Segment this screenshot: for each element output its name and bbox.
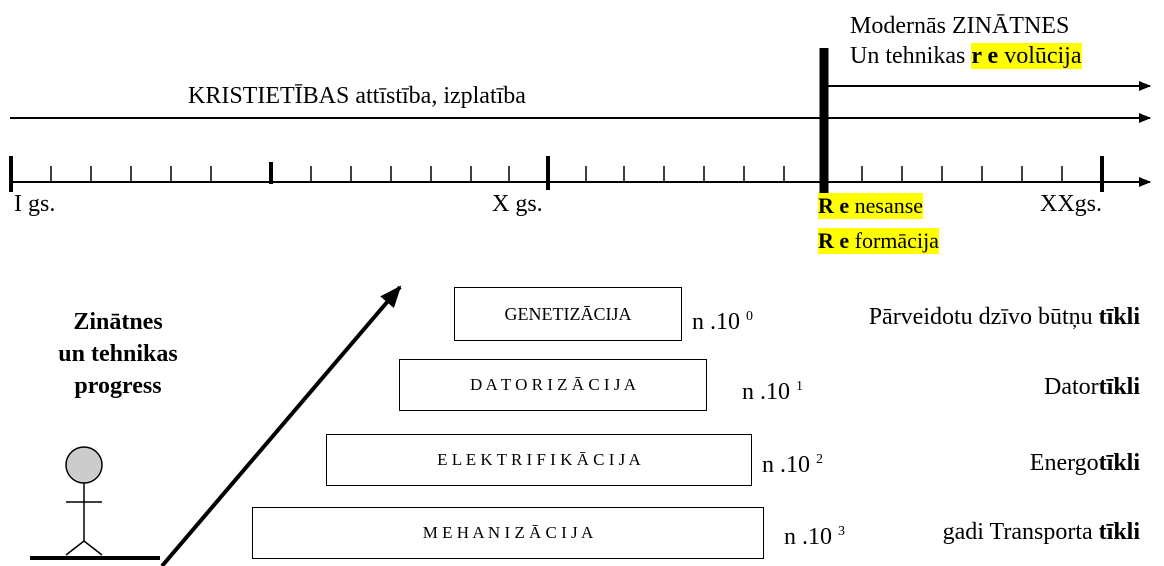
genetization-order-base: n .10	[692, 309, 740, 335]
reformation-label: R e formācija	[818, 228, 939, 254]
modern-science-title-line2: Un tehnikas r e volūcija	[850, 42, 1082, 70]
person-figure	[65, 446, 103, 556]
christianity-label: KRISTIETĪBAS attīstība, izplatība	[188, 83, 526, 109]
progress-label-line1: Zinātnes	[73, 309, 163, 335]
progress-label-line2: un tehnikas	[58, 341, 178, 367]
computerization-order-base: n .10	[742, 379, 790, 405]
revolution-prefix: r e	[971, 43, 999, 69]
electrification-order: n .10 2	[762, 446, 823, 479]
genetization-order: n .10 0	[692, 303, 753, 336]
electrification-box: E L E K T R I F I K Ā C I J A	[326, 434, 752, 486]
progress-label-line3: progress	[74, 373, 162, 399]
genetization-box: GENETIZĀCIJA	[454, 287, 682, 341]
electrification-note-prefix: Energo	[1029, 450, 1099, 476]
computerization-note-bold: tīkli	[1098, 374, 1140, 400]
mechanization-note-prefix: gadi Transporta	[942, 519, 1099, 545]
revolution-rest: volūcija	[998, 43, 1082, 69]
computerization-box-label: D A T O R I Z Ā C I J A	[469, 375, 637, 394]
reformation-rest: formācija	[849, 228, 939, 253]
genetization-box-label: GENETIZĀCIJA	[504, 303, 632, 324]
computerization-note: Datortīkli	[1044, 373, 1140, 401]
revolution-highlight: r e volūcija	[971, 43, 1082, 69]
timeline-label-20th-century: XXgs.	[1040, 191, 1103, 217]
timeline-label-10th-century: X gs.	[492, 191, 543, 217]
mechanization-order-base: n .10	[784, 524, 832, 550]
reformation-prefix: R e	[818, 228, 850, 253]
electrification-box-label: E L E K T R I F I K Ā C I J A	[437, 450, 641, 469]
electrification-note: Energotīkli	[1030, 449, 1140, 477]
progress-label: Zinātnes un tehnikas progress	[58, 306, 177, 402]
mechanization-order-exp: 3	[838, 524, 845, 539]
genetization-order-exp: 0	[746, 309, 753, 324]
genetization-note-prefix: Pārveidotu dzīvo būtņu	[868, 304, 1099, 330]
renaissance-prefix: R e	[818, 193, 850, 218]
computerization-order-exp: 1	[796, 379, 803, 394]
electrification-note-bold: tīkli	[1098, 450, 1140, 476]
renaissance-label: R e nesanse	[818, 193, 924, 219]
electrification-order-exp: 2	[816, 452, 823, 467]
mechanization-note-bold: tīkli	[1098, 519, 1140, 545]
mechanization-box: M E H A N I Z Ā C I J A	[252, 507, 764, 559]
mechanization-order: n .10 3	[784, 518, 845, 551]
modern-title-prefix: Un tehnikas	[850, 43, 972, 69]
computerization-order: n .10 1	[742, 373, 803, 406]
timeline-label-1st-century: I gs.	[14, 191, 56, 217]
timeline-ticks	[50, 166, 1063, 182]
computerization-note-prefix: Dator	[1044, 374, 1099, 400]
mechanization-box-label: M E H A N I Z Ā C I J A	[422, 523, 594, 542]
genetization-note: Pārveidotu dzīvo būtņu tīkli	[869, 303, 1140, 331]
mechanization-note: gadi Transporta tīkli	[943, 518, 1140, 546]
computerization-box: D A T O R I Z Ā C I J A	[399, 359, 707, 411]
renaissance-rest: nesanse	[849, 193, 924, 218]
progress-arrow	[160, 285, 402, 566]
modern-science-title-line1: Modernās ZINĀTNES	[850, 13, 1070, 39]
genetization-note-bold: tīkli	[1098, 304, 1140, 330]
electrification-order-base: n .10	[762, 452, 810, 478]
